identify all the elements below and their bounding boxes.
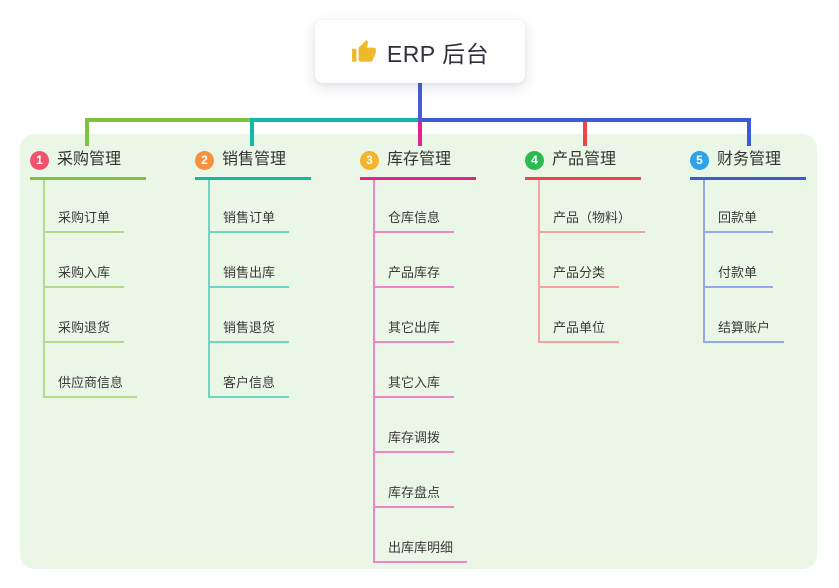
category-branch: 1 采购管理 采购订单 采购入库 采购退货 供应商信息 <box>30 148 192 398</box>
category-node[interactable]: 4 产品管理 <box>525 148 641 180</box>
sub-item-label: 销售退货 <box>223 320 276 335</box>
sub-item-label: 产品（物料） <box>553 210 632 225</box>
category-branch: 5 财务管理 回款单 付款单 结算账户 <box>690 148 839 343</box>
sub-item-label: 回款单 <box>718 210 758 225</box>
sub-item-list: 产品（物料） 产品分类 产品单位 <box>525 180 687 343</box>
sub-item-node[interactable]: 产品（物料） <box>538 180 646 233</box>
category-title: 销售管理 <box>222 151 287 168</box>
sub-item-label: 出库库明细 <box>388 540 454 555</box>
sub-item-label: 结算账户 <box>718 320 771 335</box>
branch-vertical-line <box>373 180 375 563</box>
category-subtree: 采购订单 采购入库 采购退货 供应商信息 <box>30 180 192 398</box>
sub-item-label: 其它入库 <box>388 375 441 390</box>
sub-item-label: 其它出库 <box>388 320 441 335</box>
branch-vertical-line <box>43 180 45 398</box>
sub-item-node[interactable]: 采购退货 <box>43 288 125 343</box>
sub-item-node[interactable]: 销售订单 <box>208 180 290 233</box>
number-badge: 5 <box>690 150 709 170</box>
sub-item-label: 销售出库 <box>223 265 276 280</box>
sub-item-label: 库存调拨 <box>388 430 441 445</box>
root-node[interactable]: ERP 后台 <box>315 20 525 83</box>
number-badge: 3 <box>360 150 379 170</box>
category-branch: 3 库存管理 仓库信息 产品库存 其它出库 其它入库 库存调拨 库存盘点 <box>360 148 522 563</box>
branch-drop-line <box>747 122 751 146</box>
category-node[interactable]: 2 销售管理 <box>195 148 311 180</box>
category-subtree: 销售订单 销售出库 销售退货 客户信息 <box>195 180 357 398</box>
sub-item-node[interactable]: 销售退货 <box>208 288 290 343</box>
category-title: 财务管理 <box>717 151 782 168</box>
branch-drop-line <box>583 122 587 146</box>
category-title: 产品管理 <box>552 151 617 168</box>
category-subtree: 仓库信息 产品库存 其它出库 其它入库 库存调拨 库存盘点 出库库明细 <box>360 180 522 563</box>
category-node[interactable]: 3 库存管理 <box>360 148 476 180</box>
branch-horizontal-line <box>418 118 751 122</box>
sub-item-label: 客户信息 <box>223 375 276 390</box>
number-badge: 1 <box>30 150 49 170</box>
sub-item-node[interactable]: 产品分类 <box>538 233 620 288</box>
category-panel-background <box>20 134 817 569</box>
sub-item-node[interactable]: 采购订单 <box>43 180 125 233</box>
sub-item-node[interactable]: 付款单 <box>703 233 773 288</box>
sub-item-node[interactable]: 产品库存 <box>373 233 455 288</box>
category-node[interactable]: 5 财务管理 <box>690 148 806 180</box>
branch-drop-line <box>85 122 89 146</box>
branch-horizontal-line <box>250 118 422 122</box>
sub-item-label: 库存盘点 <box>388 485 441 500</box>
sub-item-node[interactable]: 库存调拨 <box>373 398 455 453</box>
sub-item-node[interactable]: 结算账户 <box>703 288 785 343</box>
sub-item-node[interactable]: 回款单 <box>703 180 773 233</box>
branch-vertical-line <box>538 180 540 343</box>
sub-item-node[interactable]: 客户信息 <box>208 343 290 398</box>
category-node[interactable]: 1 采购管理 <box>30 148 146 180</box>
branch-vertical-line <box>208 180 210 398</box>
sub-item-label: 采购退货 <box>58 320 111 335</box>
category-title: 采购管理 <box>57 151 122 168</box>
sub-item-node[interactable]: 仓库信息 <box>373 180 455 233</box>
sub-item-node[interactable]: 供应商信息 <box>43 343 138 398</box>
sub-item-list: 采购订单 采购入库 采购退货 供应商信息 <box>30 180 192 398</box>
sub-item-label: 供应商信息 <box>58 375 124 390</box>
sub-item-node[interactable]: 出库库明细 <box>373 508 468 563</box>
category-subtree: 产品（物料） 产品分类 产品单位 <box>525 180 687 343</box>
sub-item-node[interactable]: 采购入库 <box>43 233 125 288</box>
root-connector-line <box>418 82 422 122</box>
branch-drop-line <box>250 122 254 146</box>
sub-item-node[interactable]: 其它出库 <box>373 288 455 343</box>
thumbs-up-icon <box>351 39 377 65</box>
category-title: 库存管理 <box>387 151 452 168</box>
sub-item-node[interactable]: 其它入库 <box>373 343 455 398</box>
sub-item-node[interactable]: 产品单位 <box>538 288 620 343</box>
root-node-label: ERP 后台 <box>386 40 490 67</box>
sub-item-list: 仓库信息 产品库存 其它出库 其它入库 库存调拨 库存盘点 出库库明细 <box>360 180 522 563</box>
sub-item-label: 产品分类 <box>553 265 606 280</box>
category-branch: 4 产品管理 产品（物料） 产品分类 产品单位 <box>525 148 687 343</box>
sub-item-label: 付款单 <box>718 265 758 280</box>
sub-item-label: 产品库存 <box>388 265 441 280</box>
number-badge: 4 <box>525 150 544 170</box>
number-badge: 2 <box>195 150 214 170</box>
category-subtree: 回款单 付款单 结算账户 <box>690 180 839 343</box>
sub-item-node[interactable]: 销售出库 <box>208 233 290 288</box>
sub-item-list: 回款单 付款单 结算账户 <box>690 180 839 343</box>
branch-drop-line <box>418 122 422 146</box>
sub-item-label: 采购入库 <box>58 265 111 280</box>
branch-vertical-line <box>703 180 705 343</box>
sub-item-label: 产品单位 <box>553 320 606 335</box>
sub-item-node[interactable]: 库存盘点 <box>373 453 455 508</box>
sub-item-list: 销售订单 销售出库 销售退货 客户信息 <box>195 180 357 398</box>
sub-item-label: 采购订单 <box>58 210 111 225</box>
category-branch: 2 销售管理 销售订单 销售出库 销售退货 客户信息 <box>195 148 357 398</box>
sub-item-label: 销售订单 <box>223 210 276 225</box>
sub-item-label: 仓库信息 <box>388 210 441 225</box>
